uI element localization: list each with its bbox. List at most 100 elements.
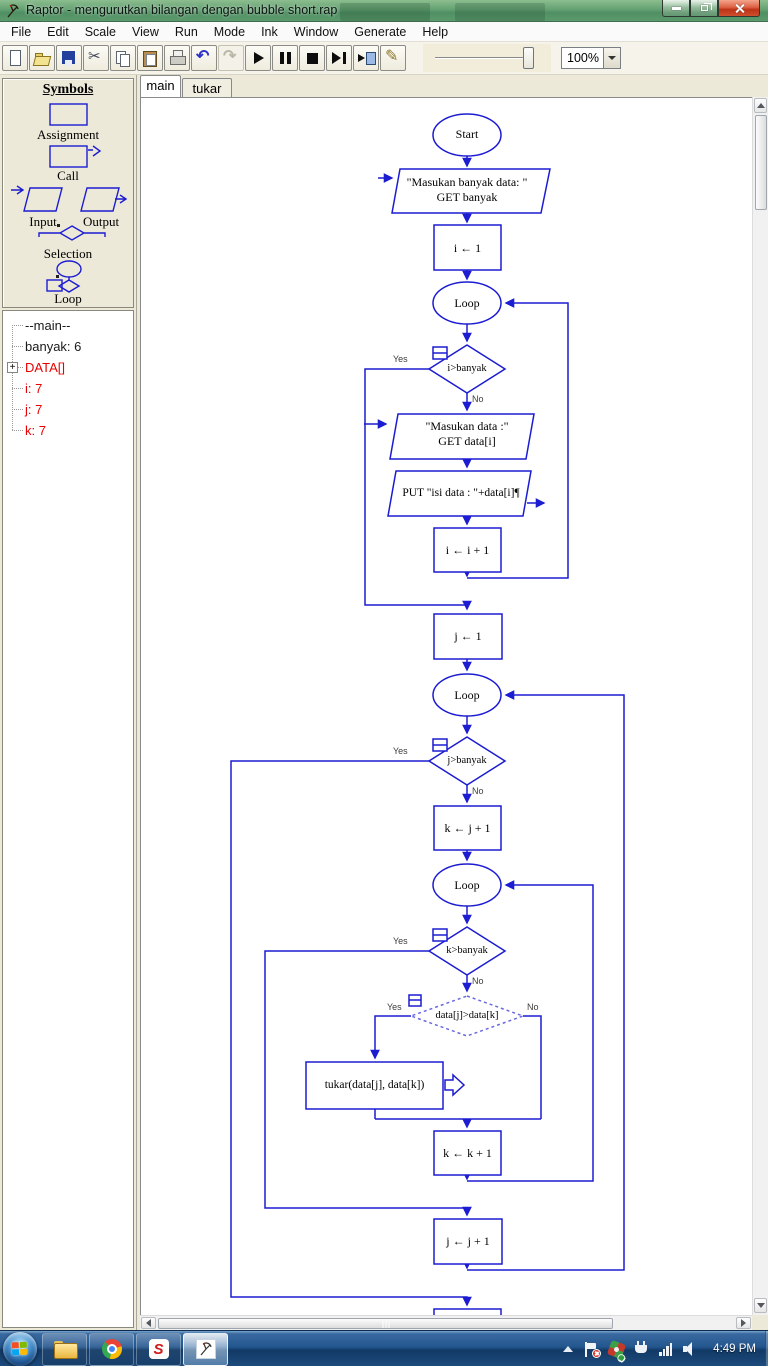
vertical-scrollbar[interactable] [752,97,768,1315]
symbol-label-assignment[interactable]: Assignment [36,127,100,142]
smadav-icon: S [148,1339,169,1359]
flow-node-assign-j-1[interactable]: j ← 1 [454,629,482,643]
flow-node-cond-i[interactable]: i>banyak [447,363,487,374]
print-button[interactable] [164,45,190,71]
variable-row[interactable]: i: 7 [3,378,133,399]
stop-icon [303,49,321,67]
menu-item-generate[interactable]: Generate [354,24,407,39]
power-plug-icon[interactable] [635,1341,648,1357]
slider-handle[interactable] [523,47,534,69]
start-button[interactable] [3,1332,37,1366]
flow-node-input-data[interactable]: "Masukan data :"GET data[i] [425,419,509,448]
symbols-title: Symbols [42,82,94,97]
variable-label: --main-- [25,318,71,333]
menu-item-help[interactable]: Help [422,24,449,39]
chevron-down-icon[interactable] [603,48,620,68]
new-button[interactable] [2,45,28,71]
branch-yes-label: Yes [393,936,408,946]
variable-label: DATA[] [25,360,65,375]
undo-button[interactable] [191,45,217,71]
scroll-up-button[interactable] [754,98,767,113]
horizontal-scroll-thumb[interactable] [158,1318,613,1329]
pen-width-slider[interactable] [423,44,551,72]
flow-node-loop-3[interactable]: Loop [454,878,480,892]
menu-item-run[interactable]: Run [174,24,198,39]
symbol-label-input[interactable]: Input [29,214,57,229]
flow-node-cond-k[interactable]: k>banyak [446,945,488,956]
step-into-button[interactable] [353,45,379,71]
flow-node-assign-i-1[interactable]: i ← 1 [453,241,482,255]
ink-button[interactable] [380,45,406,71]
branch-no-label: No [527,1002,539,1012]
flow-node-loop-2[interactable]: Loop [454,688,480,702]
flow-node-assign-j-plus[interactable]: j ← j + 1 [446,1234,490,1248]
menu-item-mode[interactable]: Mode [213,24,246,39]
menu-item-window[interactable]: Window [293,24,339,39]
taskbar-smadav-button[interactable]: S [136,1332,181,1366]
step-button[interactable] [326,45,352,71]
run-button[interactable] [245,45,271,71]
variable-row[interactable]: + DATA[] [3,357,133,378]
flowchart-canvas[interactable]: Start "Masukan banyak data: "GET banyak … [140,97,752,1316]
open-button[interactable] [29,45,55,71]
tab-bar: main tukar [140,75,752,97]
show-hidden-icons-button[interactable] [563,1346,574,1352]
flow-node-cond-j[interactable]: j>banyak [447,755,487,766]
pause-button[interactable] [272,45,298,71]
menu-item-view[interactable]: View [131,24,159,39]
pause-icon [276,49,294,67]
clock[interactable]: 4:49 PM [713,1343,756,1355]
flow-node-start[interactable]: Start [455,127,479,141]
symbol-label-selection[interactable]: Selection [43,246,93,261]
flow-node-assign-i-plus[interactable]: i ← i + 1 [445,543,490,557]
paste-button[interactable] [137,45,163,71]
flow-node-input-banyak[interactable]: "Masukan banyak data: "GET banyak [406,175,528,204]
variable-row[interactable]: k: 7 [3,420,133,441]
cut-button[interactable] [83,45,109,71]
open-icon [33,49,51,67]
menu-item-scale[interactable]: Scale [84,24,116,39]
update-icon[interactable] [607,1339,627,1362]
volume-icon[interactable] [683,1342,698,1356]
symbol-label-output[interactable]: Output [82,214,120,229]
variable-row[interactable]: --main-- [3,315,133,336]
zoom-combobox[interactable]: 100% [561,47,621,69]
tree-line [12,325,13,430]
scroll-left-button[interactable] [141,1317,156,1329]
expand-plus-icon[interactable]: + [7,362,18,373]
flow-node-cond-swap[interactable]: data[j]>data[k] [435,1010,499,1021]
tab-main[interactable]: main [140,75,181,97]
flow-node-assign-k-plus[interactable]: k ← k + 1 [443,1146,492,1160]
menu-item-ink[interactable]: Ink [261,24,278,39]
vertical-scroll-thumb[interactable] [755,115,767,210]
symbols-panel: Symbols Assignment Call Input Output [2,78,134,308]
taskbar-windows-explorer-button[interactable] [42,1332,87,1366]
menu-item-file[interactable]: File [11,24,32,39]
show-desktop-button[interactable] [765,1331,768,1366]
flow-node-call-tukar[interactable]: tukar(data[j], data[k]) [324,1079,425,1091]
scroll-right-button[interactable] [736,1317,751,1329]
flow-node-output-data[interactable]: PUT "isi data : "+data[i]¶ [402,487,520,499]
taskbar-raptor-button[interactable] [183,1332,228,1366]
flow-node-assign-k-j1[interactable]: k ← j + 1 [444,821,491,835]
action-center-flag-icon[interactable] [584,1341,602,1358]
scroll-down-button[interactable] [754,1298,767,1313]
tab-tukar[interactable]: tukar [182,78,232,97]
minimize-button[interactable] [662,0,690,17]
copy-button[interactable] [110,45,136,71]
save-button[interactable] [56,45,82,71]
menu-item-edit[interactable]: Edit [47,24,69,39]
flow-node-loop-1[interactable]: Loop [454,296,480,310]
close-button[interactable] [718,0,760,17]
symbol-label-loop[interactable]: Loop [54,291,82,306]
horizontal-scrollbar[interactable] [140,1315,752,1330]
save-icon [60,49,78,67]
variable-row[interactable]: j: 7 [3,399,133,420]
taskbar-chrome-button[interactable] [89,1332,134,1366]
symbol-label-call[interactable]: Call [57,168,79,183]
restore-button[interactable] [690,0,718,17]
flowchart-svg [230,113,625,1316]
variable-row[interactable]: banyak: 6 [3,336,133,357]
network-signal-icon[interactable] [659,1342,673,1356]
stop-button[interactable] [299,45,325,71]
